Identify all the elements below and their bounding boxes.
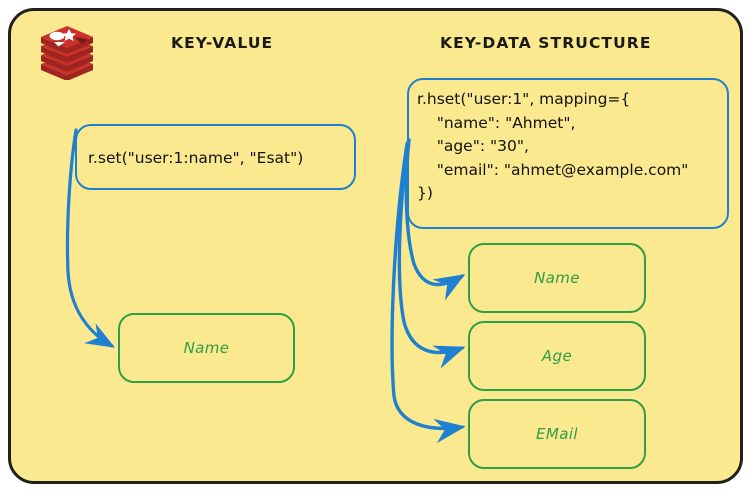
field-box-kds-age: Age <box>468 321 646 391</box>
field-label: Age <box>541 347 573 365</box>
heading-key-value: KEY-VALUE <box>171 34 274 52</box>
heading-key-data-structure: KEY-DATA STRUCTURE <box>440 34 652 52</box>
field-box-kv-name: Name <box>118 313 295 383</box>
field-label: Name <box>183 339 230 357</box>
diagram-board <box>8 8 743 484</box>
redis-logo <box>38 24 96 81</box>
field-label: Name <box>534 269 580 287</box>
field-box-kds-name: Name <box>468 243 646 313</box>
hset-command-text: r.hset("user:1", mapping={ "name": "Ahme… <box>417 90 689 203</box>
field-box-kds-email: EMail <box>468 399 646 469</box>
field-label: EMail <box>536 425 578 443</box>
set-command-text: r.set("user:1:name", "Esat") <box>88 149 304 167</box>
